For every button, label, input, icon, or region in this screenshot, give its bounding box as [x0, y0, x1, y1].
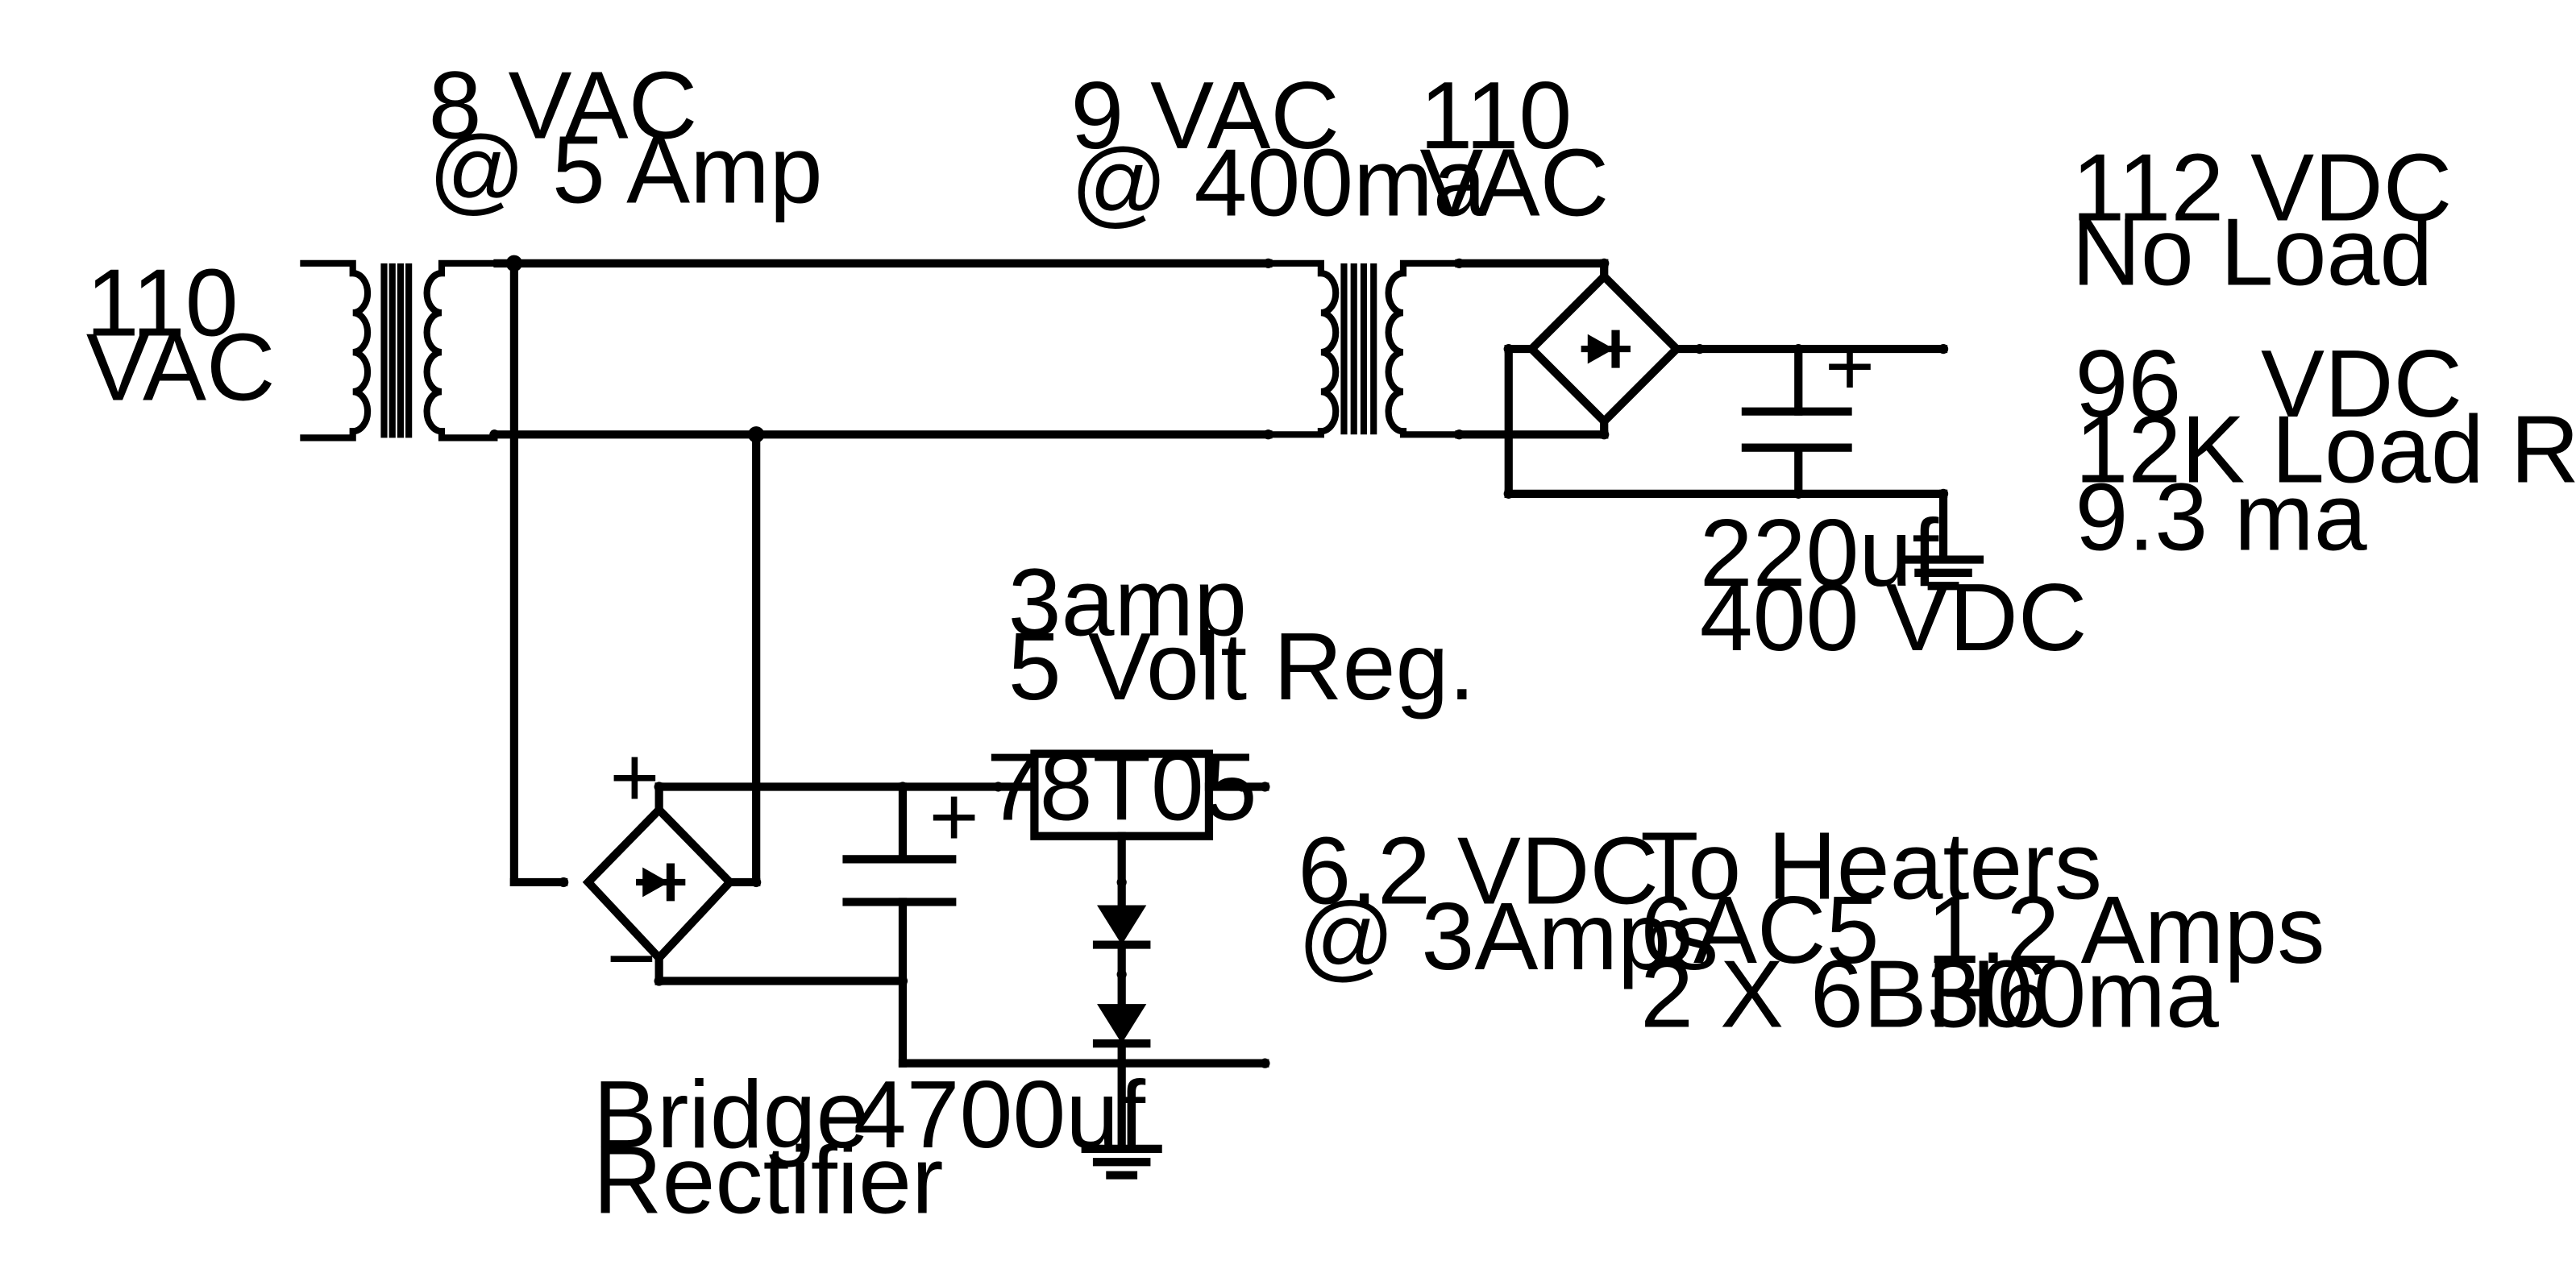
transformer-t2-icon: [1268, 259, 1460, 438]
lv-ground-icon: [1081, 1144, 1162, 1180]
lv-output-label-1: 6.2 VDC: [1298, 818, 1659, 924]
t2-primary-label-2: @ 400ma: [1070, 131, 1486, 237]
transformer-t1-icon: [300, 259, 498, 442]
heater1-tube: 6AC5: [1640, 877, 1879, 984]
lv-output-label-2: @ 3Amps: [1298, 884, 1718, 990]
lv-bridge-minus: −: [606, 910, 656, 1006]
heater1-current: 1.2 Amps: [1927, 877, 2325, 984]
lv-capacitor-icon: +: [842, 769, 979, 906]
reg-note-label-1: 3amp: [1008, 550, 1247, 657]
hv-capacitor-icon: +: [1741, 317, 1875, 452]
heater2-tube: 2 X 6BH6: [1640, 942, 2049, 1048]
hv-cap-label-2: 400 VDC: [1700, 565, 2088, 671]
diode-upper-icon: [1092, 905, 1151, 949]
voltage-regulator: 78T05: [987, 734, 1257, 840]
bridge-label-2: Rectifier: [593, 1128, 943, 1234]
input-voltage-label-1: 110: [86, 251, 239, 357]
diode-lower-icon: [1092, 1004, 1151, 1048]
t2-primary-label-1: 9 VAC: [1070, 63, 1340, 169]
hv-load-label-2: 12K Load Resistor: [2075, 397, 2576, 504]
hv-load-label-1: 96 VDC: [2075, 331, 2462, 438]
t1-secondary-label-1: 8 VAC: [429, 53, 698, 160]
hv-bridge-rectifier-icon: [1526, 270, 1683, 428]
t2-secondary-label-1: 110: [1419, 63, 1572, 169]
hv-cap-plus: +: [1825, 317, 1875, 413]
input-voltage-label-2: VAC: [86, 314, 276, 421]
lv-cap-label: 4700uf: [854, 1062, 1146, 1168]
junction-dots: [489, 255, 1949, 1068]
reg-note-label-2: 5 Volt Reg.: [1008, 614, 1476, 720]
heaters-title: To Heaters: [1640, 813, 2102, 919]
heater2-current: 300ma: [1927, 942, 2219, 1048]
regulator-label: 78T05: [987, 734, 1257, 840]
hv-ground-icon: [1902, 555, 1984, 591]
lv-cap-plus: +: [929, 769, 979, 865]
t2-secondary-label-2: VAC: [1419, 131, 1609, 237]
bridge-label-1: Bridge: [593, 1062, 869, 1168]
hv-noload-label-1: 112 VDC: [2071, 135, 2452, 242]
lv-bridge-plus: +: [609, 729, 659, 825]
t1-secondary-label-2: @ 5 Amp: [429, 117, 823, 223]
hv-noload-label-2: No Load: [2071, 199, 2433, 305]
lv-bridge-rectifier-icon: + −: [582, 729, 736, 1006]
hv-load-label-3: 9.3 ma: [2075, 464, 2366, 570]
hv-cap-label-1: 220uf: [1700, 500, 1940, 607]
text-labels: 110 VAC 8 VAC @ 5 Amp 9 VAC @ 400ma 110 …: [86, 53, 2576, 1234]
